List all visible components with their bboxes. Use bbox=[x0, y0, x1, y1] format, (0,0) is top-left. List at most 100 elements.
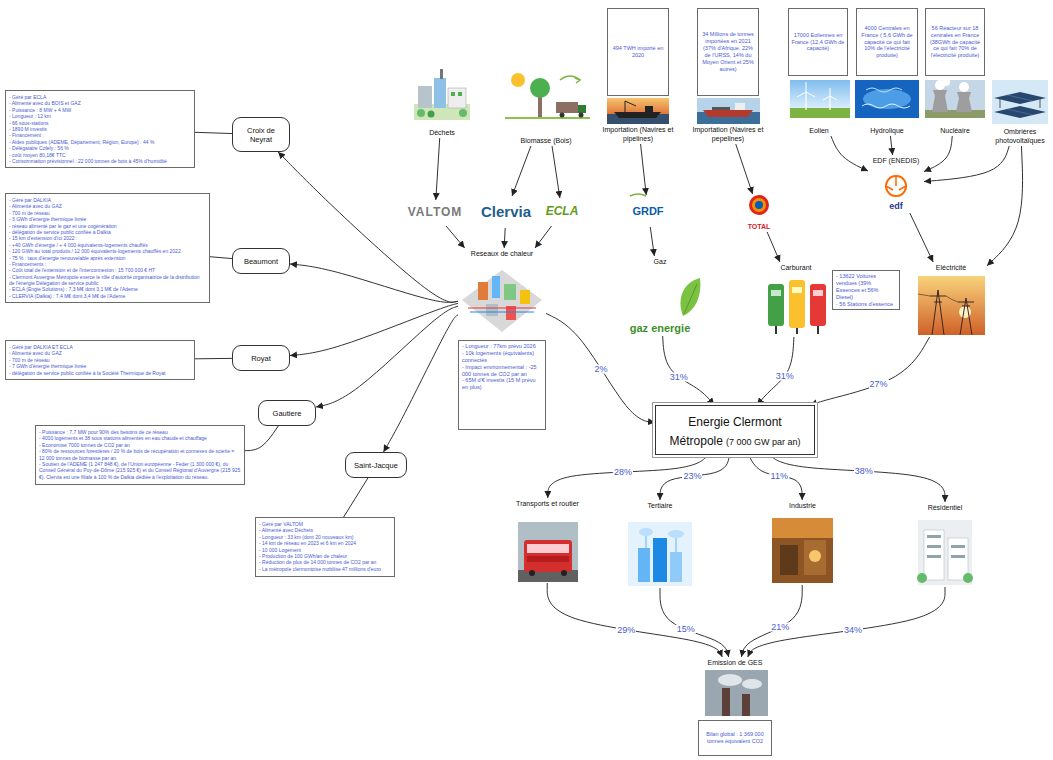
node-text: - 75 % : taux d'énergie renouvelable apr… bbox=[9, 255, 206, 261]
node-text: - CLERVIA (Dalkia) : 7,4 M€ dont 3,4 M€ … bbox=[9, 293, 206, 299]
emission-picture-part bbox=[722, 688, 730, 716]
tertiary-picture-part bbox=[670, 552, 682, 582]
connector bbox=[436, 138, 440, 200]
residential-picture-part bbox=[948, 538, 968, 580]
node-text: - Alimenté avec Déchets bbox=[259, 527, 391, 533]
electricity-picture-part bbox=[930, 290, 946, 335]
info-box: - Longueur : 77km prévu 2026- 10k logeme… bbox=[458, 340, 546, 430]
tertiary-picture-part bbox=[638, 548, 650, 582]
node-text: - 10 000 Logement bbox=[259, 547, 391, 553]
connector bbox=[748, 587, 945, 657]
fuel-pumps-picture-part bbox=[776, 326, 818, 334]
picture-label: Reseaux de chaleur bbox=[458, 248, 546, 336]
edge-label: 27% bbox=[869, 380, 889, 389]
detail-box: - Puissance : 7,7 MW pour 90% des besoin… bbox=[35, 425, 245, 485]
node-text: - 7 GWh d'énergie thermique livrée bbox=[9, 363, 191, 369]
edf-logo-mark-part bbox=[886, 176, 906, 190]
network-box: Croix de Neyrat bbox=[232, 117, 290, 152]
node-text: Gautiere bbox=[262, 409, 312, 418]
wind-picture-part bbox=[823, 88, 837, 100]
node-text: Emission de GES bbox=[695, 659, 775, 667]
nuclear-picture-part bbox=[942, 78, 950, 86]
node-text: Beaumont bbox=[236, 257, 286, 266]
logo-label: EDF (ENEDIS)edf bbox=[868, 155, 924, 213]
wind-picture-part bbox=[790, 80, 850, 108]
picture-label: TOTAL bbox=[736, 194, 782, 232]
hydro-picture-part bbox=[862, 104, 910, 108]
node-text: - Géré par DALKIA bbox=[9, 197, 206, 203]
import-ship-picture bbox=[607, 98, 669, 124]
connector bbox=[924, 146, 1009, 182]
node-text: - Financement : bbox=[9, 132, 191, 138]
biomass-picture-part bbox=[575, 78, 580, 83]
connector bbox=[924, 136, 952, 172]
network-box: Beaumont bbox=[232, 248, 290, 274]
node-text: Résidentiel bbox=[915, 504, 975, 512]
node-text: Transports et routier bbox=[515, 500, 580, 508]
node-text: - Longueur : 33 km (dont 20 nouveaux km) bbox=[259, 534, 391, 540]
connector bbox=[749, 455, 802, 500]
node-text: - Soutien de l'ADEME (1 247 848 €), de l… bbox=[39, 461, 241, 480]
nuclear-picture-part bbox=[925, 80, 985, 118]
detail-box: - Géré par VALTOM- Alimenté avec Déchets… bbox=[255, 517, 395, 577]
connector bbox=[548, 455, 708, 498]
solar-carport-picture-part bbox=[992, 80, 1048, 124]
info-box: Bilan global : 1 369 000 tonnes équivale… bbox=[698, 720, 772, 756]
hydro-picture-part bbox=[866, 88, 902, 92]
residential-picture-part bbox=[924, 530, 944, 580]
connector bbox=[195, 132, 232, 133]
residential-picture-part bbox=[951, 545, 965, 548]
picture-label: Nucléaire bbox=[923, 78, 987, 136]
connector bbox=[512, 146, 531, 196]
total-box: Energie Clermont Métropole(7 000 GW par … bbox=[655, 405, 815, 455]
node-text: - Longueur : 77km prévu 2026 bbox=[462, 343, 542, 350]
connector bbox=[736, 144, 753, 194]
connector bbox=[757, 337, 794, 405]
heat-network-picture-part bbox=[462, 270, 542, 332]
connector bbox=[987, 146, 1023, 266]
picture-label: Ombrières photovoltaïques bbox=[990, 78, 1050, 146]
transport-picture-part bbox=[518, 522, 578, 582]
total-logo-mark-part bbox=[749, 195, 769, 215]
node-text: Importation (Navires et pepelines) bbox=[690, 126, 766, 143]
biomass-picture-part bbox=[505, 117, 590, 119]
waste-plant-picture-part bbox=[428, 111, 435, 118]
edge-label: 15% bbox=[676, 625, 696, 634]
waste-plant-picture-part bbox=[418, 86, 432, 108]
picture-label: Tertiaire bbox=[625, 500, 695, 588]
edge-label: 28% bbox=[613, 468, 633, 477]
connector bbox=[910, 213, 933, 262]
node-text: Industrie bbox=[770, 502, 835, 510]
node-text: - Clermont Auvergne Métropole exerce le … bbox=[9, 274, 206, 287]
waste-plant-picture-part bbox=[417, 109, 425, 117]
node-text: EDF (ENEDIS) bbox=[868, 157, 924, 165]
node-text: gaz energie bbox=[620, 322, 700, 335]
residential-picture-part bbox=[918, 520, 972, 585]
electricity-picture bbox=[918, 276, 985, 335]
edge-label: 2% bbox=[593, 364, 608, 373]
connector bbox=[641, 144, 647, 195]
node-text: - 700 m de réseau bbox=[9, 210, 206, 216]
industry-picture-part bbox=[809, 550, 821, 562]
logo: GRDF bbox=[628, 195, 668, 227]
node-text: - ECLA (Engie Solutions) : 7,3 M€ dont 3… bbox=[9, 286, 206, 292]
heat-network-picture bbox=[462, 270, 542, 332]
node-text: - Réduction de plus de 14 000 tonnes de … bbox=[259, 559, 391, 565]
connector bbox=[660, 455, 730, 500]
connector bbox=[663, 336, 714, 405]
gas-energy-leaf-part bbox=[680, 278, 700, 316]
node-text: Eléctricité bbox=[915, 264, 987, 272]
node-text: - Géré par DALKIA ET ECLA bbox=[9, 344, 191, 350]
heat-network-picture-part bbox=[486, 304, 498, 316]
detail-box: - Géré par ECLA- Alimenté avec du BOIS e… bbox=[5, 90, 195, 168]
logo: ECLA bbox=[540, 198, 584, 226]
heat-network-picture-part bbox=[520, 290, 530, 304]
network-box: Saint-Jacque bbox=[345, 452, 407, 478]
node-text: - Economise 7000 tonnes de CO2 par an bbox=[39, 442, 241, 448]
connector bbox=[810, 337, 929, 405]
node-text: - délégation de service public confiée à… bbox=[9, 370, 191, 376]
heat-network-picture-part bbox=[504, 284, 516, 300]
node-text: - 15 km d'extension d'ici 2022 : bbox=[9, 235, 206, 241]
connector bbox=[504, 228, 505, 248]
hydro-picture bbox=[855, 80, 919, 118]
